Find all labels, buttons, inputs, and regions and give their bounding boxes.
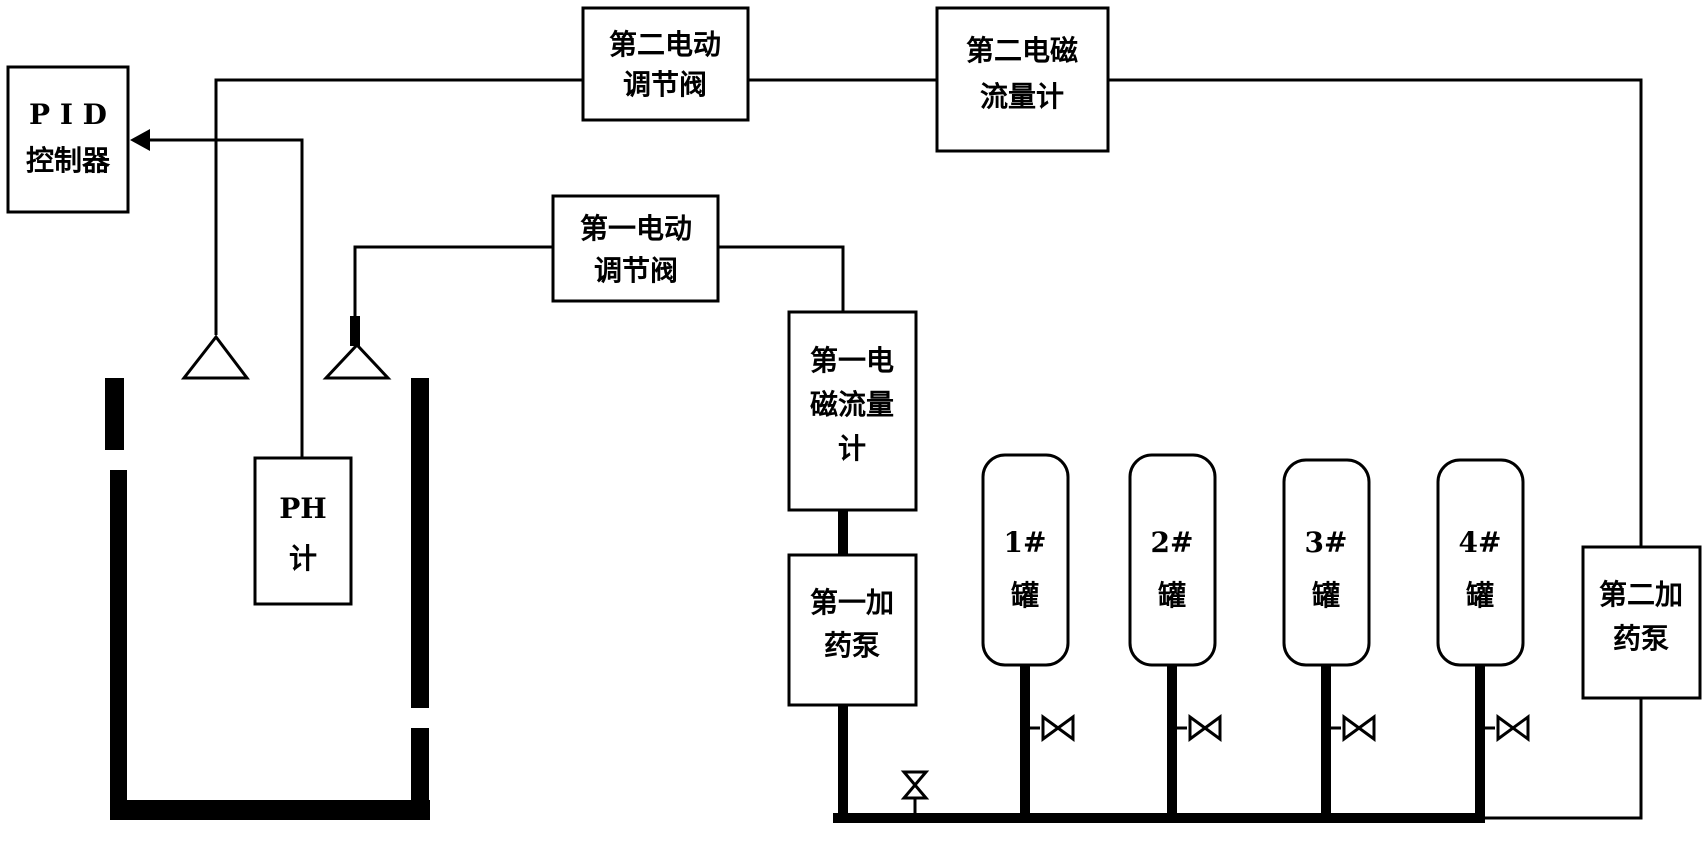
valve2-label-line1: 第二电动 bbox=[609, 28, 721, 61]
tank2-label-line2: 罐 bbox=[1158, 579, 1186, 612]
tank-left-wall-top bbox=[105, 378, 124, 450]
reaction-tank bbox=[105, 378, 430, 820]
flow1-label-line2: 磁流量 bbox=[810, 388, 894, 421]
tank-right-wall-upper bbox=[411, 378, 429, 708]
valve-tank3 bbox=[1342, 714, 1376, 742]
flow1-label-line3: 计 bbox=[838, 432, 866, 465]
valve-main bbox=[900, 770, 930, 800]
line-flow2-pump2 bbox=[1108, 78, 1643, 547]
pump1-label-line1: 第一加 bbox=[810, 586, 894, 619]
nozzle-left bbox=[180, 334, 251, 380]
line-pump2-bottom bbox=[1478, 698, 1643, 820]
tank-right-wall-lower bbox=[411, 728, 429, 820]
flow1-label-line1: 第一电 bbox=[810, 344, 894, 377]
signal-lines bbox=[145, 78, 1643, 820]
tank2-label-line1: 2# bbox=[1151, 526, 1194, 559]
tank3-label-line1: 3# bbox=[1305, 526, 1348, 559]
ph-label-line2: 计 bbox=[289, 542, 317, 575]
storage-tank-1 bbox=[981, 453, 1070, 667]
main-piping bbox=[833, 510, 1485, 823]
valves bbox=[900, 714, 1530, 800]
pump2-box bbox=[1581, 545, 1702, 700]
pid-label-line2: 控制器 bbox=[26, 144, 111, 177]
tank4-label-line2: 罐 bbox=[1466, 579, 1494, 612]
ph-label-line1: PH bbox=[279, 492, 327, 525]
pump2-label-line1: 第二加 bbox=[1599, 578, 1683, 611]
line-nozzle2-valve1 bbox=[353, 245, 553, 320]
valve2-label-line2: 调节阀 bbox=[623, 68, 707, 101]
flow1-box bbox=[787, 310, 918, 512]
tank1-label-line1: 1# bbox=[1004, 526, 1047, 559]
storage-tank-4 bbox=[1436, 458, 1525, 667]
tank3-label-line2: 罐 bbox=[1312, 579, 1340, 612]
line-ph-pid bbox=[145, 138, 304, 458]
valve1-label-line2: 调节阀 bbox=[594, 254, 678, 287]
tank-left-wall bbox=[110, 470, 127, 815]
pump1-box bbox=[787, 553, 918, 707]
valve2-box bbox=[581, 6, 750, 122]
flow2-label-line1: 第二电磁 bbox=[966, 34, 1078, 67]
tank-bottom bbox=[110, 800, 430, 820]
line-top-loop bbox=[214, 78, 583, 335]
valve1-label-line1: 第一电动 bbox=[580, 212, 692, 245]
valve-branches bbox=[913, 726, 1495, 818]
valve-tank1 bbox=[1041, 714, 1075, 742]
nozzle-right-stem bbox=[350, 316, 360, 346]
nozzle-right bbox=[322, 342, 392, 380]
ph-meter-box bbox=[253, 456, 353, 606]
storage-tank-2 bbox=[1128, 453, 1217, 667]
valve-tank4 bbox=[1496, 714, 1530, 742]
storage-tank-3 bbox=[1282, 458, 1371, 667]
tank4-label-line1: 4# bbox=[1459, 526, 1502, 559]
arrow-head bbox=[130, 129, 150, 151]
valve-tank2 bbox=[1188, 714, 1222, 742]
pump2-label-line2: 药泵 bbox=[1613, 622, 1669, 655]
pump1-label-line2: 药泵 bbox=[824, 629, 880, 662]
pid-label-line1: P I D bbox=[29, 98, 107, 131]
tank1-label-line2: 罐 bbox=[1011, 579, 1039, 612]
line-valve1-flow1 bbox=[718, 245, 845, 312]
flow2-label-line2: 流量计 bbox=[980, 80, 1064, 113]
pid-controller-box bbox=[6, 65, 130, 214]
valve1-box bbox=[551, 194, 720, 303]
flow2-box bbox=[935, 6, 1110, 153]
